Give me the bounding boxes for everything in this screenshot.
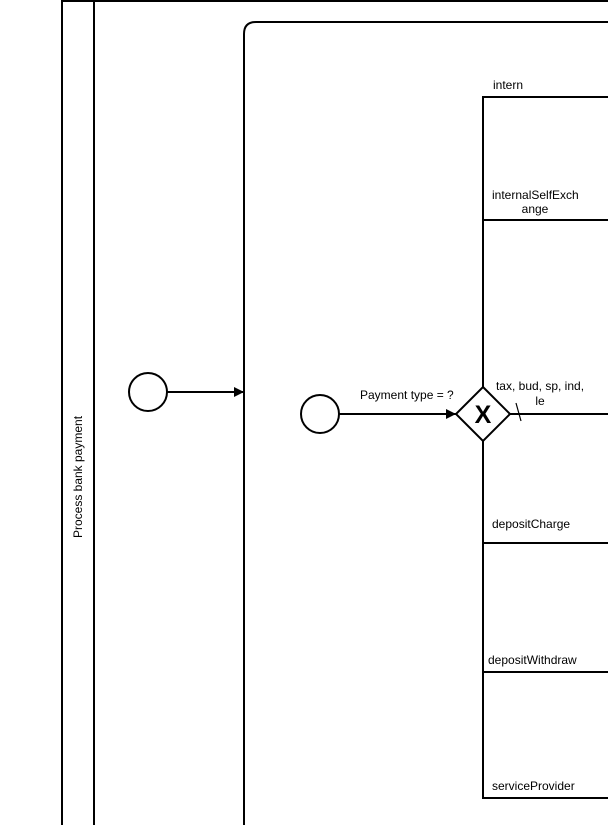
gateway-diamond — [454, 385, 512, 443]
branch-label-tax-2: le — [535, 394, 545, 408]
default-flow-marker — [515, 402, 522, 422]
subprocess-container[interactable] — [243, 21, 608, 825]
branch-label-deposit-charge: depositCharge — [492, 517, 570, 531]
branch-label-tax-1: tax, bud, sp, ind, — [496, 379, 584, 393]
inner-start-event[interactable] — [300, 394, 340, 434]
branch-label-intern: intern — [493, 78, 523, 92]
outer-start-event[interactable] — [128, 372, 168, 412]
pool-label: Process bank payment — [71, 415, 85, 538]
branch-label-internal-self-exchange-2: ange — [522, 202, 549, 216]
gateway-question-label: Payment type = ? — [360, 388, 454, 402]
branch-label-internal-self-exchange-1: internalSelfExch — [492, 188, 579, 202]
branch-label-deposit-withdraw: depositWithdraw — [488, 653, 577, 667]
branch-label-service-provider: serviceProvider — [492, 779, 575, 793]
exclusive-gateway[interactable]: X — [454, 385, 512, 443]
gateway-x-icon: X — [475, 401, 492, 429]
pool[interactable]: Process bank payment — [61, 0, 608, 825]
